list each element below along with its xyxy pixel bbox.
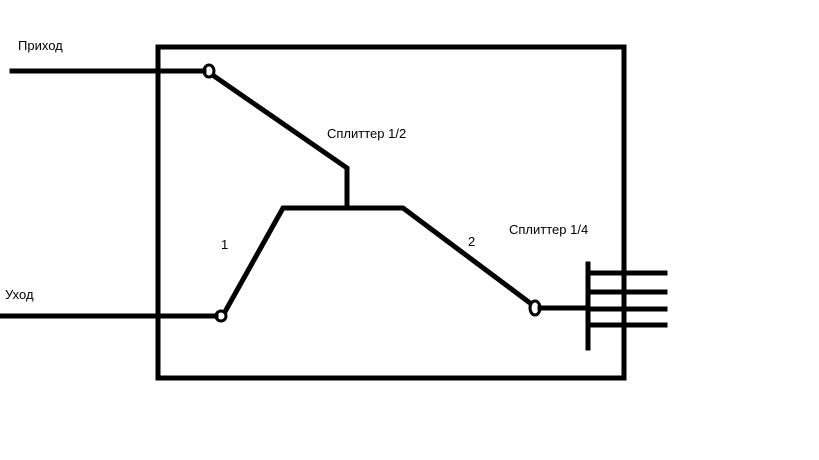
splitter-half-input-wire: [210, 72, 350, 210]
output-label: Уход: [5, 287, 34, 302]
splitter-quarter-connector: [528, 299, 542, 317]
enclosure-box: [155, 44, 627, 381]
branch-2-label: 2: [468, 234, 475, 249]
input-label: Приход: [18, 38, 63, 53]
branch-1-label: 1: [221, 237, 228, 252]
splitter-quarter-label: Сплиттер 1/4: [509, 222, 588, 237]
splitter-half-label: Сплиттер 1/2: [327, 126, 406, 141]
splitter-half-output-bar: [222, 205, 534, 314]
output-connector: [214, 309, 228, 323]
input-connector: [202, 63, 216, 79]
